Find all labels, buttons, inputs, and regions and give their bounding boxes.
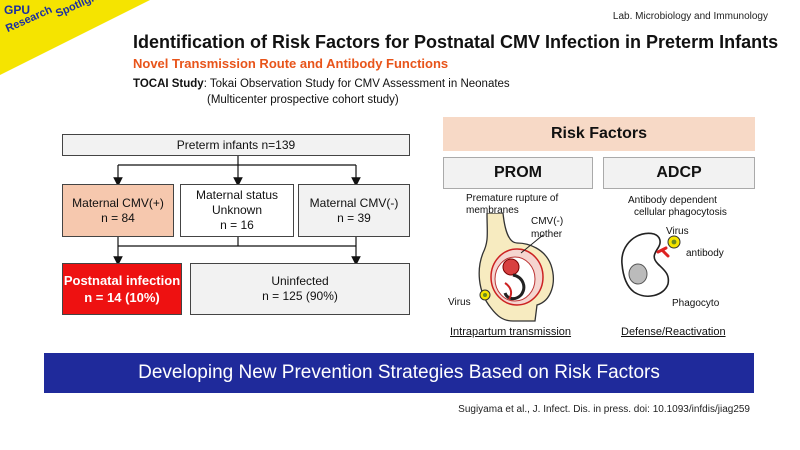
adcp-description-line2: cellular phagocytosis (634, 207, 727, 218)
cmv-negative-mother-label: CMV(-) mother (531, 215, 563, 241)
maternal-unknown-label-1: Maternal status (195, 188, 279, 202)
postnatal-infection-count: n = 14 (10%) (84, 290, 160, 305)
research-spotlights-badge: GPU Research Spotlights (0, 0, 150, 80)
adcp-virus-label: Virus (666, 226, 689, 237)
prom-virus-label: Virus (448, 297, 471, 308)
page-title: Identification of Risk Factors for Postn… (133, 32, 779, 52)
risk-factors-header: Risk Factors (443, 117, 755, 151)
maternal-unknown-label-2: Unknown (211, 203, 263, 217)
lab-name: Lab. Microbiology and Immunology (612, 11, 768, 22)
maternal-unknown-count: n = 16 (220, 218, 254, 232)
intrapartum-transmission: Intrapartum transmission (450, 326, 572, 338)
badge-gpu: GPU (4, 3, 31, 17)
antibody-label: antibody (686, 248, 724, 259)
maternal-cmv-positive-count: n = 84 (101, 210, 135, 225)
postnatal-infection-label: Postnatal infection (63, 273, 181, 288)
prevention-banner-text: Developing New Prevention Strategies Bas… (138, 362, 660, 383)
preterm-infants-box: Preterm infants n=139 (62, 134, 410, 156)
defense-reactivation: Defense/Reactivation (621, 326, 726, 338)
prom-tag: PROM (443, 157, 593, 189)
badge-ribbon (0, 0, 150, 75)
mother-text: mother (531, 229, 563, 240)
uninfected-box: Uninfected n = 125 (90%) (190, 263, 410, 315)
maternal-cmv-positive-label: Maternal CMV(+) (72, 195, 164, 210)
maternal-cmv-positive-box: Maternal CMV(+) n = 84 (62, 184, 174, 237)
preterm-infants-label: Preterm infants n=139 (176, 137, 296, 152)
page-subtitle: Novel Transmission Route and Antibody Fu… (133, 56, 449, 71)
study-name: TOCAI Study (133, 78, 204, 90)
uninfected-label: Uninfected (271, 274, 329, 288)
maternal-unknown-box: Maternal status Unknown n = 16 (180, 184, 294, 237)
study-type: (Multicenter prospective cohort study) (207, 94, 399, 106)
adcp-description: Antibody dependent cellular phagocytosis (628, 195, 727, 219)
maternal-cmv-negative-label: Maternal CMV(-) (309, 195, 399, 210)
prom-description: Premature rupture of membranes (466, 193, 558, 217)
phagocyte-illustration (621, 232, 681, 297)
cmv-negative-text: CMV(-) (531, 216, 564, 227)
prom-description-line2: membranes (466, 205, 519, 216)
risk-factors-title: Risk Factors (550, 125, 648, 142)
uninfected-count: n = 125 (90%) (262, 289, 338, 303)
citation: Sugiyama et al., J. Infect. Dis. in pres… (458, 404, 750, 415)
phagocyte-label: Phagocyto (672, 298, 720, 309)
prom-description-line1: Premature rupture of (466, 193, 559, 204)
postnatal-infection-box: Postnatal infection n = 14 (10%) (62, 263, 182, 315)
study-info: TOCAI Study: Tokai Observation Study for… (133, 76, 510, 108)
maternal-cmv-negative-box: Maternal CMV(-) n = 39 (298, 184, 410, 237)
pregnant-mother-illustration (478, 213, 554, 322)
maternal-cmv-negative-count: n = 39 (337, 210, 371, 225)
adcp-tag: ADCP (603, 157, 755, 189)
prevention-banner: Developing New Prevention Strategies Bas… (44, 353, 754, 393)
prom-label: PROM (494, 164, 542, 181)
study-description: : Tokai Observation Study for CMV Assess… (203, 78, 510, 90)
adcp-label: ADCP (656, 164, 702, 181)
adcp-description-line1: Antibody dependent (628, 195, 717, 206)
